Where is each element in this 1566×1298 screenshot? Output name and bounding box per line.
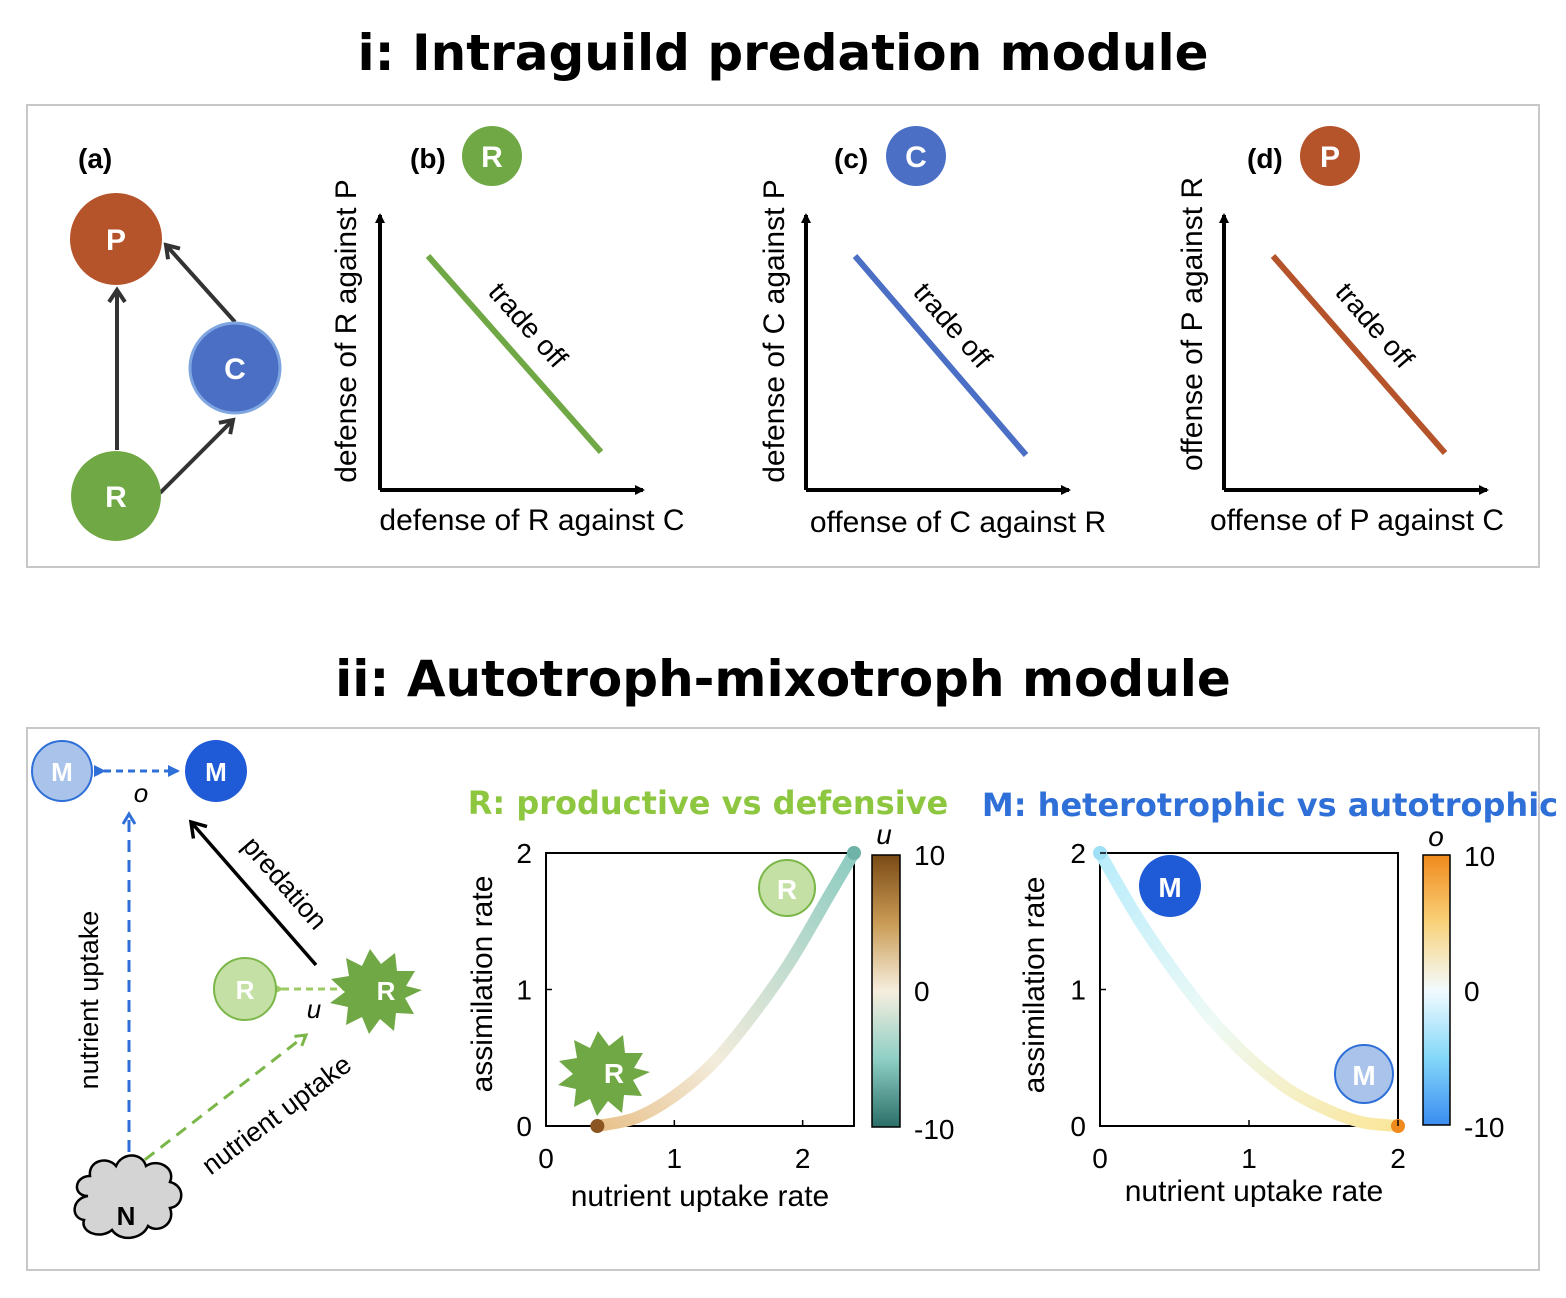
panel-b: (b) R trade off defense of R against P d… (330, 126, 685, 537)
chart-r-xtick: 2 (795, 1143, 811, 1174)
chart-r-ytick: 0 (516, 1111, 532, 1142)
chart-m-ytick: 2 (1070, 838, 1086, 869)
r-node-right-label: R (377, 976, 396, 1006)
panel-d-label: (d) (1247, 143, 1283, 174)
chart-m-xtick: 2 (1390, 1143, 1406, 1174)
section2-title: ii: Autotroph-mixotroph module (335, 650, 1231, 708)
chart-m-marker-autotrophic (1334, 1044, 1394, 1104)
node-c (188, 321, 282, 415)
n-cloud-icon (73, 1154, 183, 1239)
m-node-right-label: M (205, 757, 227, 787)
chart-r-curve-start-dot (590, 1119, 605, 1133)
n-node-label: N (117, 1201, 136, 1231)
chart-r-curve-end-dot (847, 846, 861, 860)
panel-b-ylabel: defense of R against P (330, 179, 363, 483)
section1-title: i: Intraguild predation module (357, 24, 1209, 82)
chart-m-cbar-tick-top: 10 (1464, 841, 1495, 872)
panel-d: (d) P trade off offense of P against R o… (1176, 126, 1504, 537)
chart-r-ylabel: assimilation rate (466, 876, 499, 1093)
chart-r-ytick: 2 (516, 838, 532, 869)
chart-r-xtick: 1 (667, 1143, 683, 1174)
panel-b-badge-label: R (481, 141, 503, 174)
predation-label: predation (237, 831, 334, 936)
node-r (71, 451, 161, 541)
panel-b-badge (462, 126, 522, 186)
chart-m-marker-bottom-label: M (1352, 1060, 1375, 1091)
node-c-label: C (224, 353, 246, 386)
chart-r-marker-top-label: R (777, 874, 797, 905)
chart-m-colorbar-label: o (1428, 821, 1444, 852)
panel-d-tradeoff-line (1270, 254, 1448, 455)
predation-arrow (188, 819, 318, 967)
panel-d-badge (1300, 126, 1360, 186)
node-r-label: R (105, 481, 127, 514)
panel-c-badge (886, 126, 946, 186)
chart-m-marker-heterotrophic (1139, 855, 1201, 917)
panel-c: (c) C trade off defense of C against P o… (758, 126, 1106, 539)
n-to-r-uptake-arrow (128, 1033, 309, 1174)
chart-m-cbar-tick-mid: 0 (1464, 976, 1480, 1007)
m-node-left (31, 740, 93, 802)
panel-c-xlabel: offense of C against R (810, 506, 1106, 539)
chart-m-colorbar (1422, 854, 1451, 1126)
r-node-left-label: R (236, 975, 255, 1005)
section2-diagram: o M M nutrient uptake nutrient uptake pr… (31, 740, 422, 1239)
chart-r-colorbar-label: u (876, 819, 892, 850)
chart-r-colorbar (871, 854, 901, 1128)
panel-c-ylabel: defense of C against P (758, 179, 791, 483)
chart-m-xlabel: nutrient uptake rate (1125, 1175, 1384, 1208)
node-p-label: P (106, 224, 126, 257)
panel-b-label: (b) (410, 143, 446, 174)
panel-c-badge-label: C (905, 141, 927, 174)
panel-d-badge-label: P (1320, 141, 1340, 174)
chart-m-curve (1094, 847, 1404, 1132)
edge-c-to-p (163, 242, 237, 324)
panel-d-tradeoff-label: trade off (1329, 277, 1420, 375)
panel-d-ylabel: offense of P against R (1176, 177, 1209, 471)
chart-r-marker-productive (758, 859, 816, 917)
chart-r-cbar-tick-top: 10 (914, 840, 945, 871)
chart-r-marker-bottom-label: R (604, 1058, 624, 1089)
m-node-left-label: M (51, 757, 73, 787)
o-label: o (134, 778, 148, 808)
edge-r-to-c (158, 417, 236, 495)
chart-r-cbar-tick-bottom: -10 (914, 1114, 954, 1145)
nutrient-uptake-label-2: nutrient uptake (196, 1049, 357, 1180)
chart-m-title: M: heterotrophic vs autotrophic (982, 786, 1558, 824)
panel-b-tradeoff-label: trade off (483, 276, 574, 373)
chart-r-cbar-tick-mid: 0 (914, 976, 930, 1007)
chart-r-marker-defensive (558, 1031, 650, 1116)
panel-a: (a) P C R (70, 143, 282, 541)
nutrient-uptake-label-1: nutrient uptake (74, 911, 104, 1090)
chart-r-xlabel: nutrient uptake rate (571, 1180, 830, 1213)
r-node-right-star (330, 949, 422, 1034)
chart-r-ytick: 1 (516, 975, 532, 1006)
m-node-right (185, 740, 247, 802)
r-node-left (213, 957, 277, 1021)
panel-b-xlabel: defense of R against C (379, 504, 684, 537)
node-p (70, 193, 162, 285)
panel-b-tradeoff-line (425, 254, 604, 454)
chart-r-xtick: 0 (538, 1143, 554, 1174)
chart-m-xtick: 1 (1241, 1143, 1257, 1174)
panel-d-xlabel: offense of P against C (1210, 504, 1504, 537)
chart-m-marker-top-label: M (1158, 872, 1181, 903)
chart-r-title: R: productive vs defensive (468, 784, 949, 822)
panel-c-tradeoff-label: trade off (907, 277, 998, 375)
u-label: u (307, 994, 321, 1024)
chart-m: M: heterotrophic vs autotrophic 0 1 2 0 1 2 a… (982, 786, 1558, 1208)
panel-c-tradeoff-line (852, 254, 1029, 457)
section2-panel (26, 727, 1540, 1271)
chart-m-xtick: 0 (1092, 1143, 1108, 1174)
chart-m-cbar-tick-bottom: -10 (1464, 1112, 1504, 1143)
chart-m-ytick: 0 (1070, 1111, 1086, 1142)
chart-m-ylabel: assimilation rate (1018, 877, 1051, 1094)
chart-r: R: productive vs defensive 0 1 2 0 1 2 assimi… (466, 784, 954, 1213)
chart-r-curve (591, 847, 860, 1132)
panel-a-label: (a) (78, 143, 112, 174)
chart-m-ytick: 1 (1070, 975, 1086, 1006)
panel-c-label: (c) (834, 143, 868, 174)
